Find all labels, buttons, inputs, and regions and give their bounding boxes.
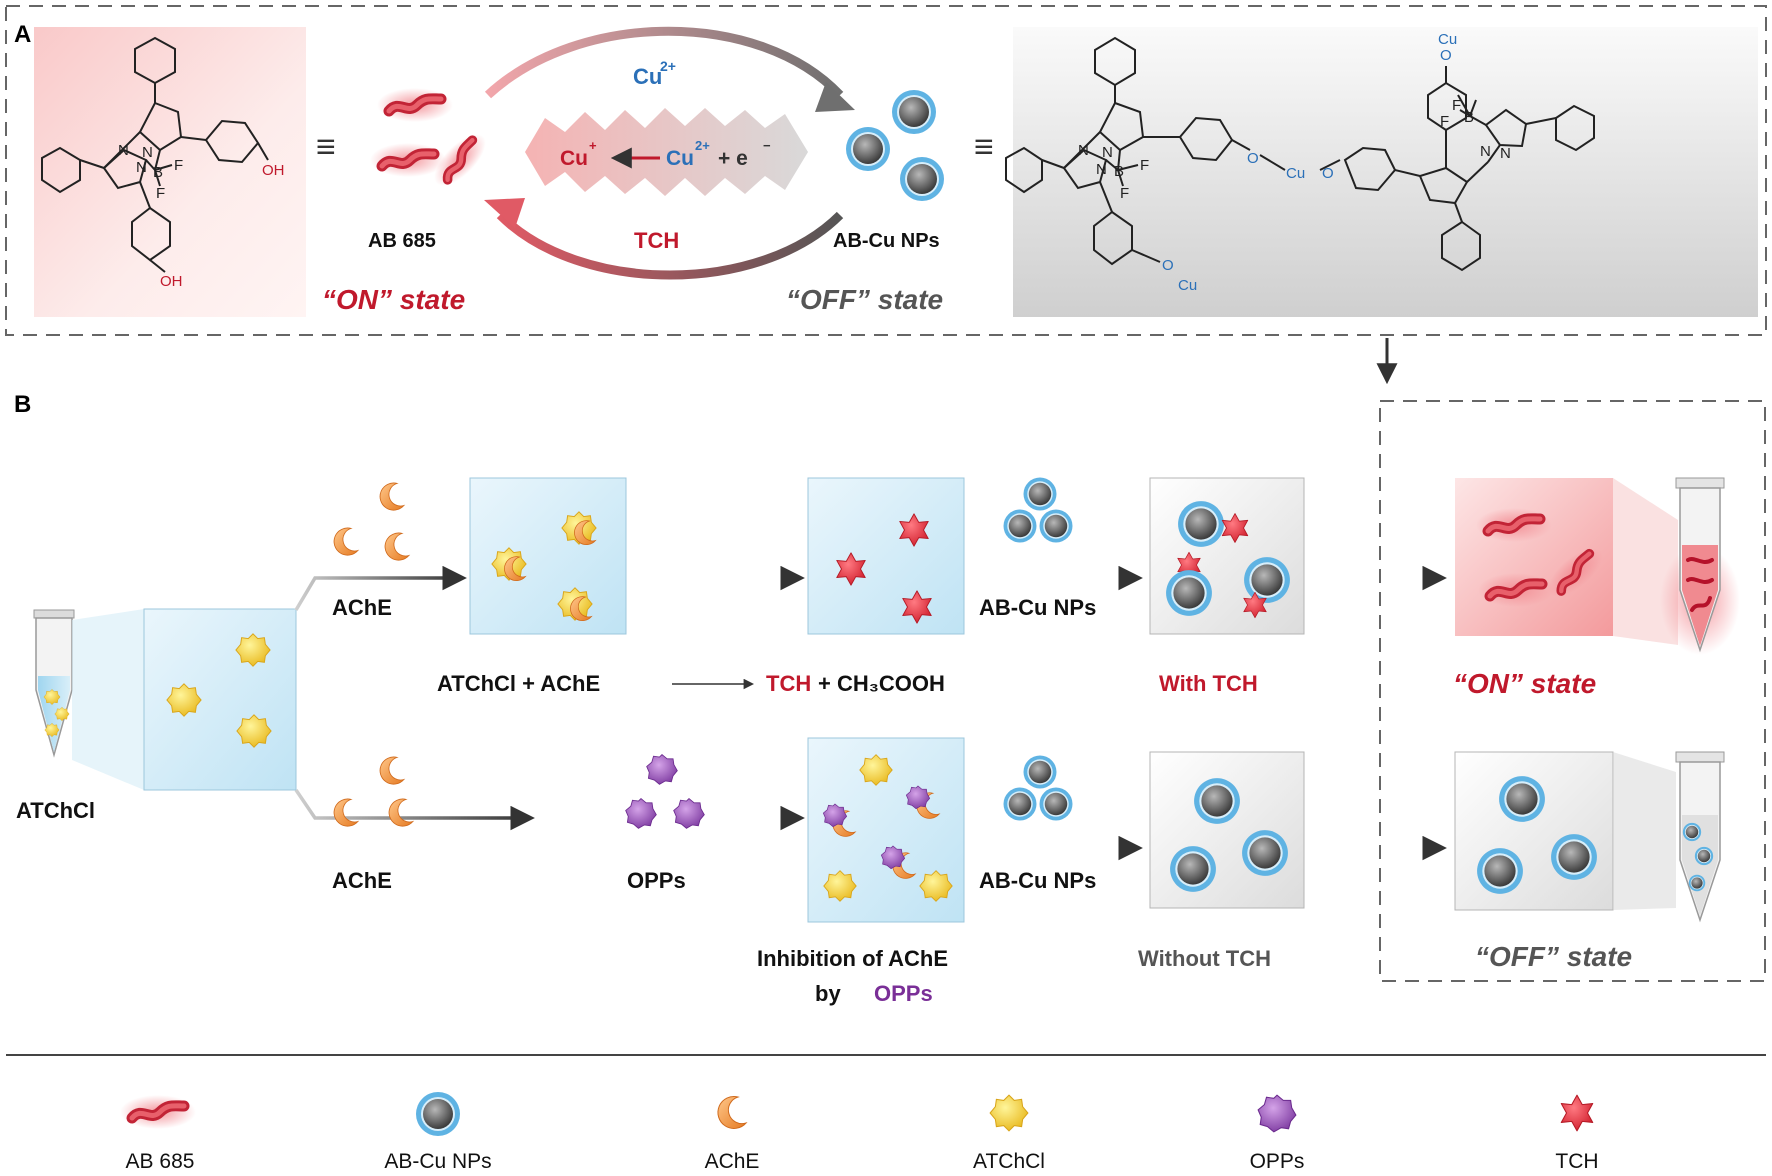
ab685-label: AB 685 bbox=[368, 230, 436, 252]
chem-n-bottom: N bbox=[136, 159, 147, 176]
redox-plus-e: + e bbox=[718, 147, 748, 170]
redox-e-sup: − bbox=[763, 138, 771, 153]
legend-item-atchcl: ATChCl bbox=[973, 1150, 1045, 1173]
polymer-structure bbox=[1005, 36, 1595, 272]
box-enzyme-substrate bbox=[469, 477, 627, 635]
chem-f1: F bbox=[174, 157, 183, 174]
probe-structure bbox=[41, 36, 269, 273]
polymer-f1: F bbox=[1140, 157, 1149, 174]
off-state-label-b: “OFF” state bbox=[1475, 941, 1632, 972]
redox-cu1: Cu bbox=[560, 147, 588, 170]
polymer-n2: N bbox=[1102, 144, 1113, 161]
polymer-f4: F bbox=[1440, 113, 1449, 130]
polymer-cu-top: Cu bbox=[1438, 31, 1457, 48]
off-state-label: “OFF” state bbox=[786, 284, 943, 315]
polymer-f2: F bbox=[1120, 185, 1129, 202]
polymer-o-top: O bbox=[1440, 47, 1452, 64]
reaction-right: + CH₃COOH bbox=[818, 671, 945, 696]
ab685-cluster bbox=[370, 88, 494, 194]
chem-n-bridge: N bbox=[118, 142, 129, 159]
polymer-o3: O bbox=[1162, 257, 1174, 274]
inhibition-opps: OPPs bbox=[874, 981, 933, 1006]
ache-label-bottom: AChE bbox=[332, 868, 392, 893]
equiv-left: ≡ bbox=[316, 128, 336, 166]
arrow-tch-release-head bbox=[484, 198, 525, 228]
polymer-b2: B bbox=[1464, 109, 1474, 126]
zoom-cone-start bbox=[72, 609, 144, 790]
ache-label-top: AChE bbox=[332, 595, 392, 620]
on-state-label: “ON” state bbox=[322, 284, 465, 315]
polymer-cu-bridge: Cu bbox=[1286, 165, 1305, 182]
legend bbox=[120, 1092, 1594, 1136]
polymer-n1: N bbox=[1078, 142, 1089, 159]
panel-a-border bbox=[5, 5, 1767, 336]
inhibition-line1: Inhibition of AChE bbox=[757, 946, 948, 971]
opps-label: OPPs bbox=[627, 868, 686, 893]
panel-b-output-border bbox=[1379, 400, 1766, 982]
chem-b: B bbox=[153, 164, 163, 181]
branch-bottom bbox=[294, 789, 535, 831]
polymer-structure-box bbox=[1013, 27, 1758, 317]
on-state-label-b: “ON” state bbox=[1453, 668, 1596, 699]
equiv-right: ≡ bbox=[974, 128, 994, 166]
reaction-tch: TCH bbox=[766, 671, 811, 696]
polymer-n5: N bbox=[1500, 145, 1511, 162]
ab-cu-nps-cluster bbox=[846, 90, 944, 201]
chem-f2: F bbox=[156, 185, 165, 202]
ab-cu-nps-label-bottom: AB-Cu NPs bbox=[979, 868, 1096, 893]
tube-on bbox=[1660, 477, 1740, 655]
chem-oh-bottom: OH bbox=[160, 273, 183, 290]
ab-cu-nps-label-a: AB-Cu NPs bbox=[833, 230, 940, 252]
polymer-b1: B bbox=[1114, 163, 1124, 180]
with-tch-label: With TCH bbox=[1159, 671, 1258, 696]
box-tch bbox=[807, 477, 965, 635]
polymer-cu-bottom: Cu bbox=[1178, 277, 1197, 294]
legend-item-tch: TCH bbox=[1555, 1150, 1598, 1173]
atchcl-label: ATChCl bbox=[16, 798, 95, 823]
polymer-o1: O bbox=[1247, 150, 1259, 167]
cu2-label: Cu bbox=[633, 64, 662, 89]
polymer-f3: F bbox=[1452, 97, 1461, 114]
chem-n-top: N bbox=[142, 144, 153, 161]
legend-item-ab685: AB 685 bbox=[126, 1150, 195, 1173]
tch-label-a: TCH bbox=[634, 228, 679, 253]
legend-item-ache: AChE bbox=[705, 1150, 760, 1173]
arrow-cu-binding bbox=[484, 26, 844, 99]
arrow-tch-release bbox=[496, 211, 844, 280]
ab-cu-nps-label-top: AB-Cu NPs bbox=[979, 595, 1096, 620]
legend-item-opps: OPPs bbox=[1250, 1150, 1305, 1173]
reaction-left: ATChCl + AChE bbox=[437, 671, 600, 696]
box-without-tch bbox=[1149, 751, 1305, 909]
redox-cu1-sup: + bbox=[589, 138, 597, 153]
polymer-n4: N bbox=[1480, 143, 1491, 160]
cu2-sup: 2+ bbox=[660, 58, 676, 74]
panel-b-label: B bbox=[14, 391, 31, 418]
branch-top bbox=[294, 565, 467, 611]
inhibition-by: by bbox=[815, 981, 841, 1006]
polymer-n3: N bbox=[1096, 161, 1107, 178]
zoom-cone-off bbox=[1613, 752, 1676, 910]
atchcl-tube bbox=[33, 609, 75, 758]
panel-a-label: A bbox=[14, 21, 31, 48]
box-with-tch bbox=[1149, 477, 1305, 635]
without-tch-label: Without TCH bbox=[1138, 946, 1271, 971]
chem-oh-right: OH bbox=[262, 162, 285, 179]
polymer-o2: O bbox=[1322, 165, 1334, 182]
tube-off bbox=[1675, 751, 1725, 923]
box-off-state bbox=[1454, 751, 1614, 911]
redox-cu2-sup: 2+ bbox=[695, 138, 710, 153]
arrow-cu-binding-head bbox=[815, 82, 855, 112]
redox-cu2: Cu bbox=[666, 147, 694, 170]
redox-band bbox=[525, 108, 808, 196]
legend-item-ab-cu-nps: AB-Cu NPs bbox=[384, 1150, 491, 1173]
